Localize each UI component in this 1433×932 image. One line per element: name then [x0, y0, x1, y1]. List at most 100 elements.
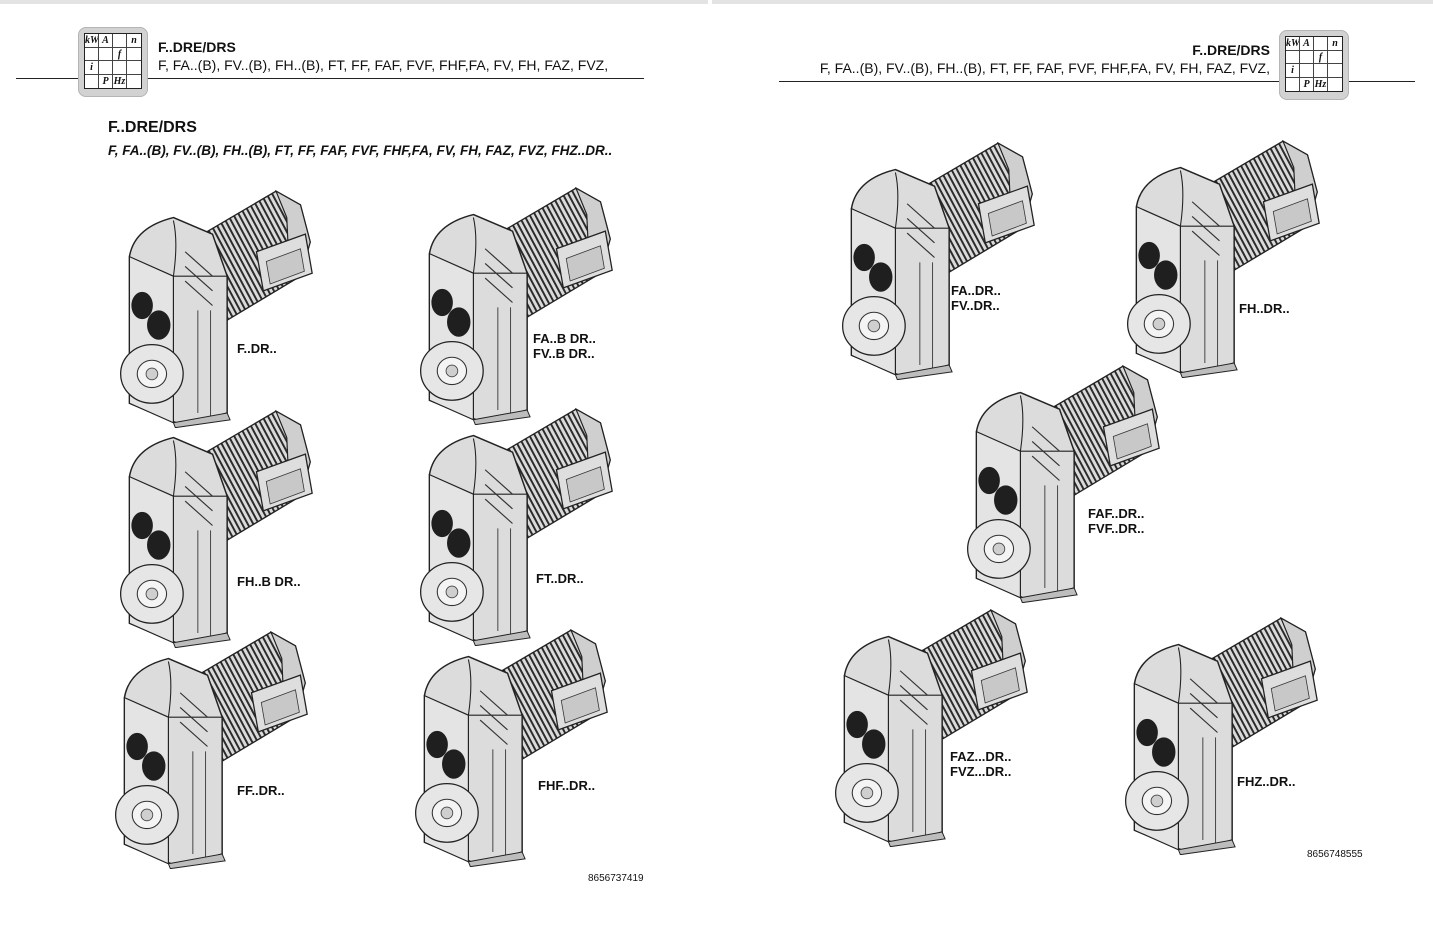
gearmotor-drawing	[1110, 610, 1325, 855]
logo-cell	[99, 47, 113, 61]
header-title: F..DRE/DRS	[1192, 42, 1270, 58]
gearmotor-fhf: FHF..DR..	[400, 622, 615, 872]
left-page-top-edge	[0, 0, 708, 4]
logo-cell	[99, 61, 113, 75]
model-label: FAF..DR..FVF..DR..	[1088, 506, 1144, 536]
header-rule	[1349, 81, 1415, 82]
logo-cell: A	[1300, 37, 1314, 51]
logo-cell: kW	[85, 34, 99, 48]
logo-cell: f	[1314, 50, 1328, 64]
gearmotor-drawing	[105, 183, 320, 428]
gearmotor-ft: FT..DR..	[405, 401, 620, 651]
logo-cell: kW	[1286, 37, 1300, 51]
model-label: FT..DR..	[536, 571, 584, 586]
model-label-line1: F..DR..	[237, 341, 277, 356]
gearmotor-drawing	[827, 135, 1042, 380]
gearmotor-faf-fvf: FAF..DR..FVF..DR..	[952, 358, 1167, 608]
gearmotor-fa-fv: FA..DR..FV..DR..	[827, 135, 1042, 385]
section-subtitle: F, FA..(B), FV..(B), FH..(B), FT, FF, FA…	[108, 143, 613, 158]
logo-cell: f	[113, 47, 127, 61]
model-label-line1: FF..DR..	[237, 783, 285, 798]
logo-cell	[1328, 51, 1342, 64]
logo-cell	[1286, 77, 1300, 91]
model-label: FH..B DR..	[237, 574, 301, 589]
header-rule	[148, 78, 644, 79]
model-label: FHZ..DR..	[1237, 774, 1296, 789]
model-label-line1: FH..B DR..	[237, 574, 301, 589]
logo-cell	[85, 74, 99, 88]
gearmotor-drawing	[105, 403, 320, 648]
right-page: F..DRE/DRS F, FA..(B), FV..(B), FH..(B),…	[712, 0, 1433, 932]
logo-cell	[1300, 64, 1314, 78]
gearmotor-faz-fvz: FAZ...DR..FVZ...DR..	[820, 602, 1035, 852]
logo-cell: P	[1300, 77, 1314, 91]
logo-cell	[127, 48, 141, 61]
gearmotor-drawing	[405, 401, 620, 646]
right-page-top-edge	[712, 0, 1433, 4]
logo-cell	[1314, 64, 1328, 78]
logo-cell	[127, 61, 141, 75]
model-label: FAZ...DR..FVZ...DR..	[950, 749, 1011, 779]
gearmotor-fh: FH..DR..	[1112, 133, 1327, 383]
model-label-line1: FHZ..DR..	[1237, 774, 1296, 789]
section-title: F..DRE/DRS	[108, 119, 197, 136]
model-label-line1: FA..B DR..	[533, 331, 596, 346]
gearmotor-drawing	[400, 622, 615, 867]
logo-cell	[1328, 64, 1342, 78]
logo-cell: Hz	[113, 74, 127, 88]
logo-cell	[1328, 78, 1342, 92]
model-label-line2: FVF..DR..	[1088, 521, 1145, 536]
logo-cell	[85, 47, 99, 61]
model-label-line2: FV..DR..	[951, 298, 1000, 313]
model-label-line2: FVZ...DR..	[950, 764, 1012, 779]
gearmotor-fhz: FHZ..DR..	[1110, 610, 1325, 860]
model-label-line1: FAZ...DR..	[950, 749, 1012, 764]
model-label-line1: FT..DR..	[536, 571, 584, 586]
header-rule	[779, 81, 1279, 82]
header-subtitle: F, FA..(B), FV..(B), FH..(B), FT, FF, FA…	[158, 57, 609, 73]
gearmotor-drawing	[1112, 133, 1327, 378]
model-label: FHF..DR..	[538, 778, 595, 793]
model-label: FH..DR..	[1239, 301, 1290, 316]
model-label-line1: FHF..DR..	[538, 778, 596, 793]
model-label-line1: FA..DR..	[951, 283, 1001, 298]
gearmotor-drawing	[100, 624, 315, 869]
image-id: 8656737419	[588, 873, 644, 884]
logo-cell	[113, 34, 127, 48]
header-rule	[16, 78, 78, 79]
logo-cell: n	[127, 34, 141, 48]
image-id: 8656748555	[1307, 849, 1363, 860]
logo-cell: n	[1328, 37, 1342, 51]
gearmotor-fa-fv-b: FA..B DR..FV..B DR..	[405, 180, 620, 430]
logo-cell: i	[85, 61, 99, 75]
model-label-line2: FV..B DR..	[533, 346, 595, 361]
model-label: FA..DR..FV..DR..	[951, 283, 1001, 313]
logo-cell: P	[99, 74, 113, 88]
model-label: FA..B DR..FV..B DR..	[533, 331, 596, 361]
model-label: FF..DR..	[237, 783, 285, 798]
logo-cell	[1300, 50, 1314, 64]
logo-cell: i	[1286, 64, 1300, 78]
logo-cell	[127, 75, 141, 89]
model-label: F..DR..	[237, 341, 277, 356]
header-title: F..DRE/DRS	[158, 39, 236, 55]
gearmotor-drawing	[405, 180, 620, 425]
gearmotor-drawing	[820, 602, 1035, 847]
logo-cell	[1286, 50, 1300, 64]
logo-cell	[1314, 37, 1328, 51]
header-subtitle: F, FA..(B), FV..(B), FH..(B), FT, FF, FA…	[819, 60, 1270, 76]
model-label-line1: FH..DR..	[1239, 301, 1290, 316]
logo-cell	[113, 61, 127, 75]
gearmotor-f: F..DR..	[105, 183, 320, 433]
gearmotor-ff: FF..DR..	[100, 624, 315, 874]
model-label-line1: FAF..DR..	[1088, 506, 1145, 521]
gearmotor-drawing	[952, 358, 1167, 603]
gearmotor-fh-b: FH..B DR..	[105, 403, 320, 653]
logo-cell: A	[99, 34, 113, 48]
logo-cell: Hz	[1314, 77, 1328, 91]
